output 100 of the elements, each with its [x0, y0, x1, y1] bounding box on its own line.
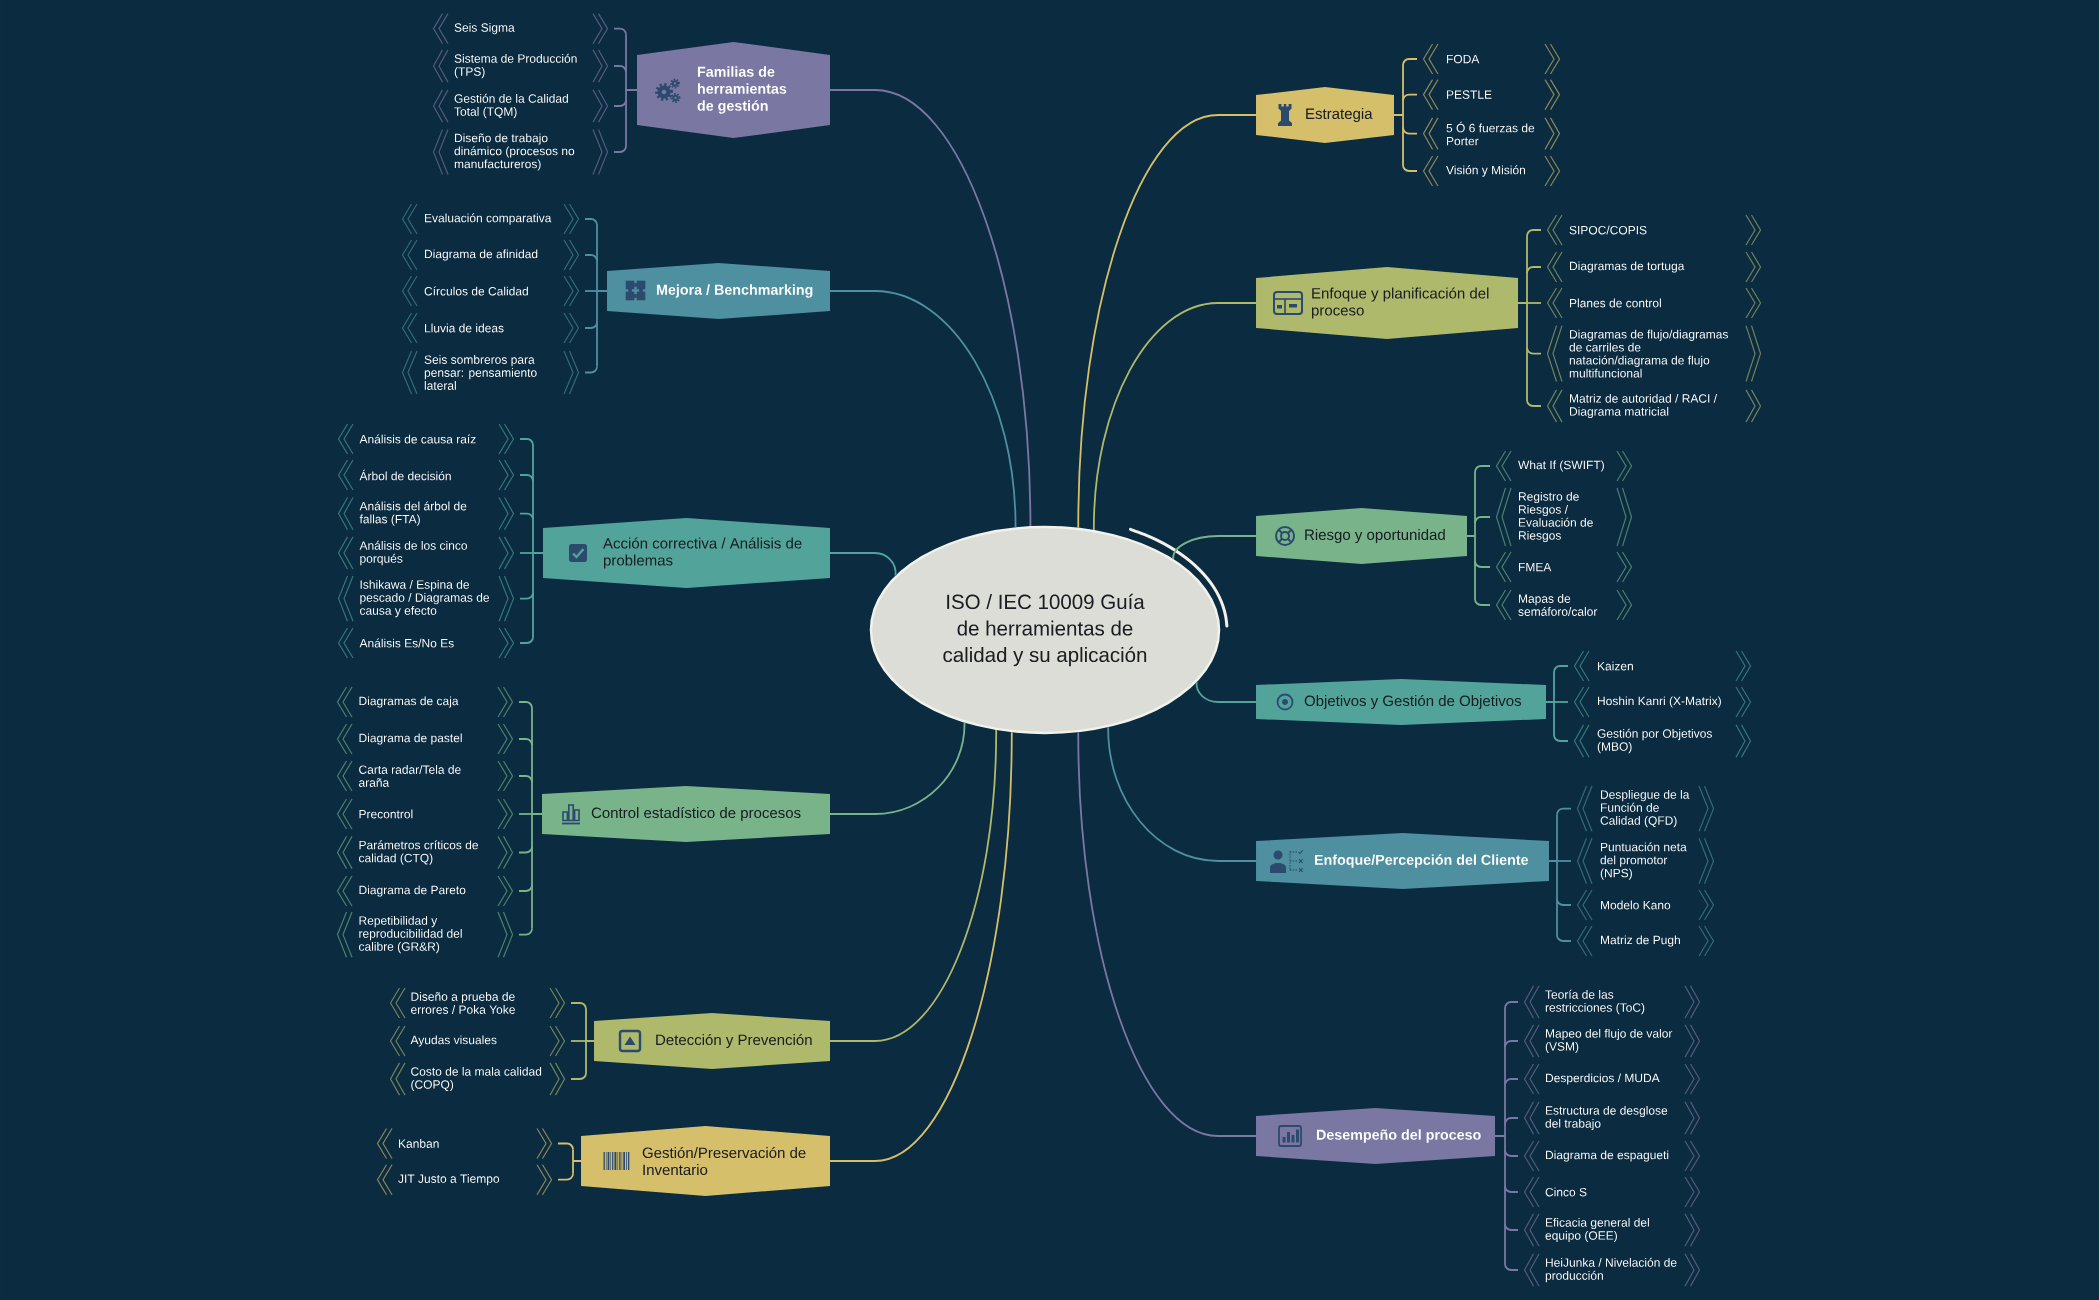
- bracket-line: [1466, 471, 1476, 600]
- topic-box: Desempeño del proceso: [1256, 1108, 1495, 1164]
- bracket-line: [613, 145, 627, 153]
- bracketed-item: Matriz de autoridad / RACI / Diagrama matricial: [1546, 389, 1762, 423]
- bracket-line: [1553, 701, 1569, 703]
- bracketed-item: Seis Sigma: [432, 13, 609, 45]
- bracket-line: [518, 738, 533, 746]
- bracketed-item: Precontrol: [336, 798, 514, 830]
- bracketed-item: Árbol de decisión: [337, 459, 515, 491]
- bracketed-item: Gestión por Objetivos (MBO): [1573, 724, 1752, 758]
- bracket-line: [519, 438, 534, 446]
- branch-line: [1077, 731, 1257, 1137]
- bracketed-item: Mapeo del flujo de valor (VSM): [1523, 1024, 1701, 1058]
- bracket-line: [518, 884, 533, 892]
- bracket-line: [1494, 1007, 1506, 1265]
- bracket-line: [585, 1008, 595, 1074]
- bracketed-item: Diseño de trabajo dinámico (procesos no manufactureros): [432, 128, 609, 176]
- bracketed-item: Matriz de Pugh: [1576, 925, 1715, 957]
- bracketed-item: Hoshin Kanri (X-Matrix): [1573, 686, 1752, 718]
- branch-line: [829, 89, 1032, 527]
- bracket-line: [1526, 266, 1542, 274]
- bracket-line: [584, 218, 598, 226]
- bracketed-item: Diseño a prueba de errores / Poka Yoke: [389, 987, 566, 1019]
- bracketed-item: Análisis del árbol de fallas (FTA): [337, 496, 515, 531]
- bracketed-item: FMEA: [1495, 551, 1633, 583]
- bracketed-item: Diagrama de afinidad: [401, 239, 580, 271]
- bracket-line: [1556, 934, 1572, 942]
- bracket-line: [518, 845, 533, 854]
- bracket-line: [519, 552, 534, 554]
- bracket-line: [518, 813, 533, 815]
- bracket-line: [570, 1072, 587, 1080]
- bracketed-item: HeiJunka / Nivelación de producción: [1523, 1253, 1701, 1287]
- bracket-line: [1545, 671, 1555, 736]
- bracketed-item: Despliegue de la Función de Calidad (QFD): [1576, 785, 1715, 832]
- branch-line: [829, 552, 897, 577]
- bracketed-item: What If (SWIFT): [1495, 450, 1633, 482]
- bracket-line: [613, 27, 627, 36]
- branch-line: [829, 290, 1017, 529]
- bracket-line: [1402, 58, 1418, 66]
- topic-box: Gestión/Preservación de Inventario: [581, 1126, 830, 1196]
- bracketed-item: Carta radar/Tela de araña: [336, 760, 514, 792]
- bracket-line: [1474, 465, 1491, 473]
- bracket-line: [1526, 229, 1542, 237]
- bracketed-item: Kanban: [376, 1127, 553, 1160]
- bracketed-item: Planes de control: [1546, 287, 1762, 319]
- bracketed-item: Mapas de semáforo/calor: [1495, 589, 1633, 621]
- bracket-line: [1474, 516, 1491, 524]
- bracket-line: [1556, 807, 1572, 816]
- bracketed-item: PESTLE: [1422, 79, 1561, 111]
- bracket-line: [1556, 860, 1572, 862]
- bracket-line: [1393, 64, 1404, 166]
- bracket-line: [1504, 1001, 1519, 1009]
- bracketed-item: Análisis Es/No Es: [337, 627, 515, 659]
- bracket-line: [519, 591, 534, 600]
- bracketed-item: Gestión de la Calidad Total (TQM): [432, 89, 609, 123]
- bracketed-item: Diagramas de tortuga: [1546, 251, 1762, 283]
- bracket-line: [1504, 1040, 1519, 1048]
- bracketed-item: Diagramas de caja: [336, 686, 514, 718]
- bracket-line: [584, 321, 598, 329]
- bracket-line: [1504, 1078, 1519, 1086]
- bracket-line: [1526, 346, 1542, 355]
- bracketed-item: Parámetros críticos de calidad (CTQ): [336, 835, 514, 870]
- bracket-line: [1504, 1223, 1519, 1231]
- bracketed-item: Ayudas visuales: [389, 1025, 566, 1057]
- topic-box: Objetivos y Gestión de Objetivos: [1256, 679, 1546, 725]
- bracket-line: [518, 701, 533, 709]
- bracket-line: [1504, 1185, 1519, 1193]
- branch-line: [1172, 535, 1257, 560]
- bracket-line: [1504, 1149, 1519, 1157]
- bracketed-item: Diagrama de pastel: [336, 723, 514, 755]
- bracketed-item: Círculos de Calidad: [401, 275, 580, 307]
- bracket-line: [519, 512, 534, 521]
- bracketed-item: Estructura de desglose del trabajo: [1523, 1101, 1701, 1135]
- bracketed-item: Seis sombreros para pensar: pensamiento lateral: [401, 350, 580, 395]
- bracketed-item: Diagrama de espagueti: [1523, 1140, 1701, 1172]
- topic-box: Mejora / Benchmarking: [607, 263, 830, 319]
- branch-line: [1107, 726, 1257, 862]
- bracket-line: [1553, 734, 1569, 742]
- topic-box: Enfoque y planificación del proceso: [1256, 267, 1518, 339]
- bracketed-item: Análisis de causa raíz: [337, 423, 515, 455]
- bracket-line: [1402, 126, 1418, 135]
- bracket-line: [613, 65, 627, 73]
- bracket-line: [570, 1040, 587, 1042]
- branch-line: [829, 731, 1013, 1162]
- bracket-line: [1402, 93, 1418, 102]
- branch-line: [1077, 114, 1257, 529]
- bracketed-item: Repetibilidad y reproducibilidad del calibre (GR&R): [336, 911, 514, 958]
- bracketed-item: Diagramas de flujo/diagramas de carriles de natación/diagrama de flujo multifuncional: [1546, 325, 1762, 383]
- topic-box: Estrategia: [1256, 87, 1394, 143]
- bracket-line: [584, 365, 598, 374]
- bracket-line: [519, 474, 534, 482]
- bracket-line: [1548, 813, 1558, 936]
- bracket-line: [557, 1172, 574, 1181]
- bracket-line: [531, 707, 543, 930]
- bracketed-item: Lluvia de ideas: [401, 312, 580, 344]
- bracket-line: [596, 224, 608, 368]
- bracket-line: [584, 290, 598, 292]
- bracketed-item: SIPOC/COPIS: [1546, 214, 1762, 246]
- bracketed-item: Visión y Misión: [1422, 155, 1561, 187]
- bracket-line: [613, 99, 627, 107]
